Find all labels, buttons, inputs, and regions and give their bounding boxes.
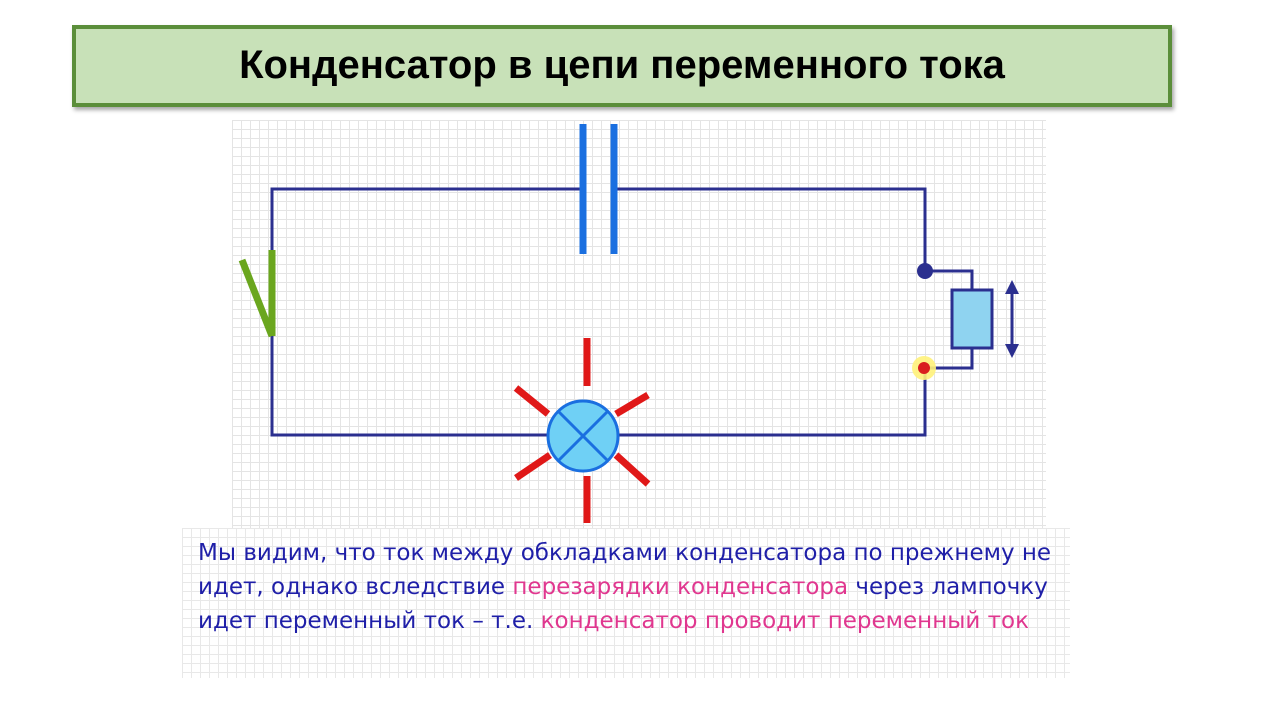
capacitor-icon xyxy=(579,124,618,254)
variable-resistor-icon xyxy=(950,280,1019,358)
wire-resistor-top xyxy=(923,269,974,292)
terminal-top-dot xyxy=(917,263,933,279)
lamp-icon xyxy=(546,399,620,473)
caption-highlight: перезарядки конденсатора xyxy=(512,574,849,600)
ac-source-icon xyxy=(238,250,276,338)
terminal-bottom-dot xyxy=(918,362,930,374)
caption-text-part1: Мы видим, что ток между обкладками конде… xyxy=(198,540,1052,600)
title-banner: Конденсатор в цепи переменного тока xyxy=(72,25,1172,107)
wire-top-right xyxy=(612,187,927,273)
page-title: Конденсатор в цепи переменного тока xyxy=(239,43,1005,87)
explanation-caption: Мы видим, что ток между обкладками конде… xyxy=(182,528,1070,678)
wire-resistor-bottom xyxy=(923,346,974,370)
wire-left-lower xyxy=(270,328,550,437)
caption-ending: конденсатор проводит переменный ток xyxy=(540,608,1030,634)
wire-bottom-right xyxy=(616,366,927,437)
caption-text-part2: через лампочку идет переменный ток – т.е… xyxy=(198,574,1048,634)
wires xyxy=(270,187,974,437)
lamp-rays xyxy=(513,338,651,523)
wire-top-left xyxy=(270,187,585,252)
